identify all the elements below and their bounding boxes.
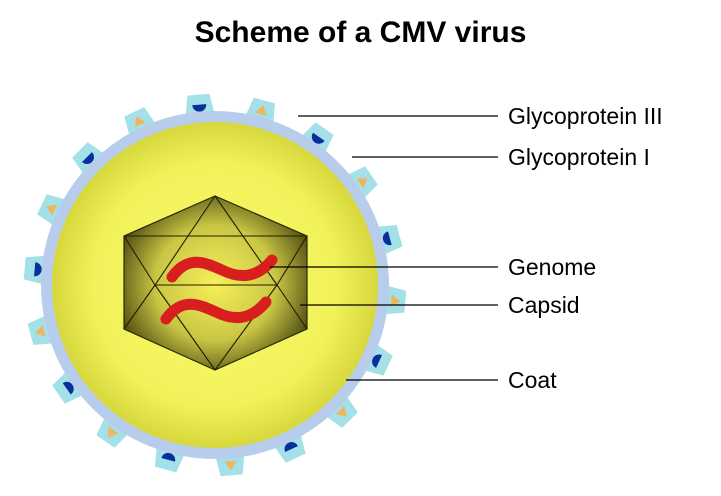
glycoprotein-1-spike <box>96 414 131 448</box>
capsid <box>123 195 308 371</box>
glycoprotein-3-spike <box>52 369 86 404</box>
glycoprotein-1-spike <box>344 166 378 201</box>
label-glycoprotein-1: Glycoprotein I <box>508 144 650 170</box>
label-glycoprotein-3: Glycoprotein III <box>508 103 663 129</box>
label-coat: Coat <box>508 367 557 393</box>
diagram-title: Scheme of a CMV virus <box>194 16 527 49</box>
label-capsid: Capsid <box>508 292 580 318</box>
glycoprotein-1-spike <box>323 393 358 428</box>
glycoprotein-3-spike <box>299 122 334 156</box>
glycoprotein-1-spike <box>124 107 158 140</box>
leader-lines <box>270 115 498 381</box>
genome-strands <box>160 254 278 325</box>
glycoprotein-spikes <box>23 93 407 477</box>
glycoprotein-3-spike <box>272 430 306 463</box>
glycoprotein-3-spike <box>360 342 393 376</box>
glycoprotein-1-spike <box>37 194 70 228</box>
label-genome: Genome <box>508 254 596 280</box>
glycoprotein-3-spike <box>72 142 107 177</box>
